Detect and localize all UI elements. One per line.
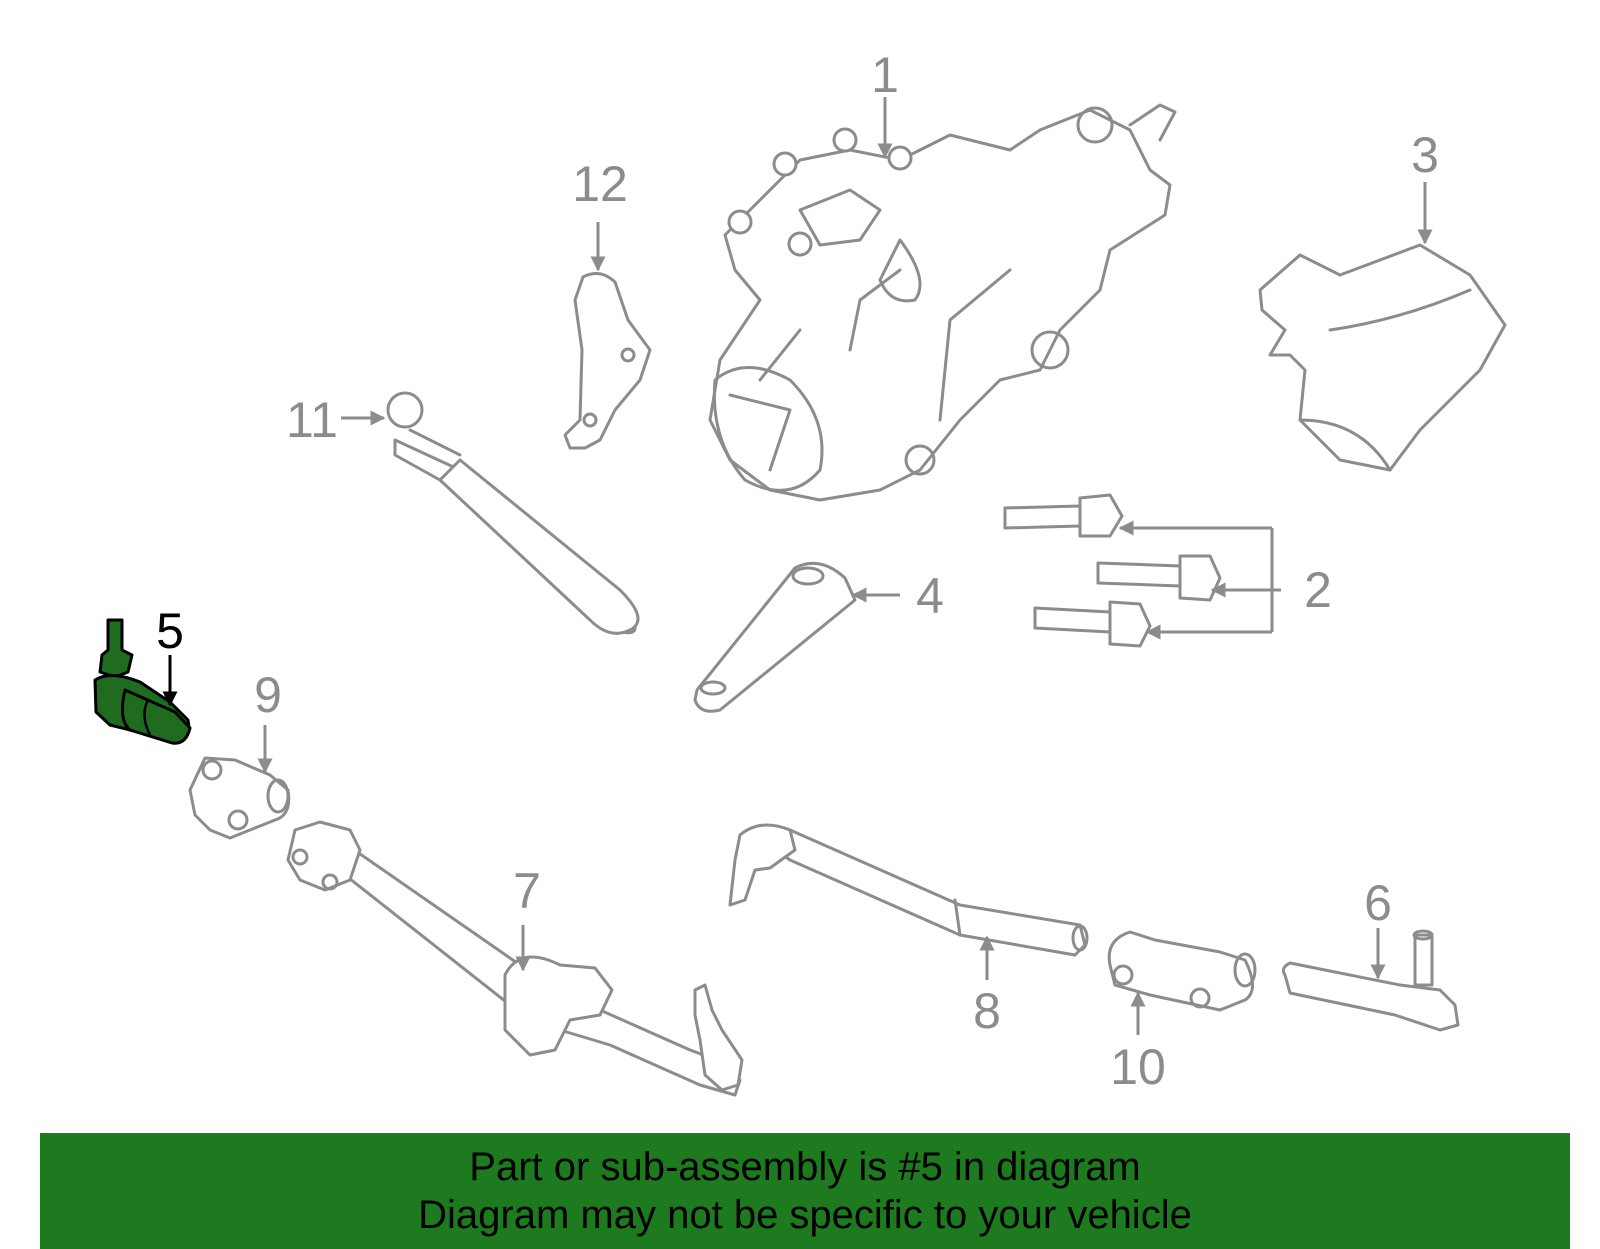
callout-7[interactable]: 7 <box>513 863 541 919</box>
part-4-pitman-arm[interactable] <box>693 561 857 713</box>
banner-line-2: Diagram may not be specific to your vehi… <box>418 1193 1192 1237</box>
callout-12[interactable]: 12 <box>572 156 628 212</box>
callout-1[interactable]: 1 <box>871 47 899 103</box>
callout-4[interactable]: 4 <box>916 568 944 624</box>
part-8-tie-rod[interactable] <box>728 823 1089 957</box>
part-1-steering-gear[interactable] <box>708 103 1177 502</box>
banner-line-1: Part or sub-assembly is #5 in diagram <box>469 1145 1141 1189</box>
callout-10[interactable]: 10 <box>1110 1039 1166 1095</box>
callout-8[interactable]: 8 <box>973 983 1001 1039</box>
callout-3[interactable]: 3 <box>1411 127 1439 183</box>
callout-5[interactable]: 5 <box>156 603 184 659</box>
part-12-bracket[interactable] <box>563 271 652 450</box>
callout-9[interactable]: 9 <box>254 667 282 723</box>
part-6-tie-rod-end[interactable] <box>1281 929 1460 1032</box>
part-9-clamp[interactable] <box>188 756 291 840</box>
callout-11[interactable]: 11 <box>286 392 338 448</box>
callout-2[interactable]: 2 <box>1304 562 1332 618</box>
part-10-adjuster[interactable] <box>1107 930 1257 1012</box>
part-2-bolts[interactable] <box>1003 493 1222 648</box>
info-banner: Part or sub-assembly is #5 in diagram Di… <box>40 1133 1570 1249</box>
callout-6[interactable]: 6 <box>1364 875 1392 931</box>
part-3-shield[interactable] <box>1258 243 1507 472</box>
part-5-highlighted[interactable] <box>93 618 192 745</box>
part-11-damper[interactable] <box>386 391 640 635</box>
